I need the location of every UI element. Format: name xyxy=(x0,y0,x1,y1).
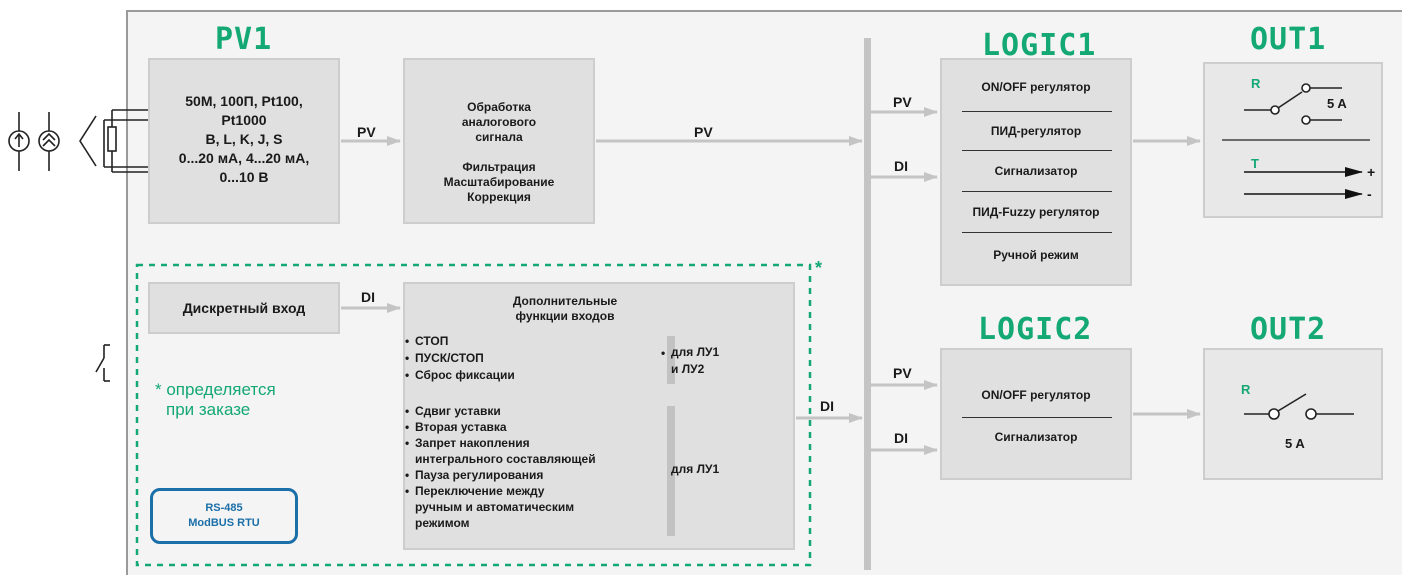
signal-label-di: DI xyxy=(894,430,908,446)
group1-bracket xyxy=(667,336,675,384)
signal-label-pv: PV xyxy=(694,124,713,140)
out1-transistor-icon xyxy=(1244,167,1363,199)
out1-minus: - xyxy=(1367,186,1372,202)
group1-note-text: для ЛУ1 и ЛУ2 xyxy=(671,344,719,378)
pv1-line: 50М, 100П, Pt100, xyxy=(185,93,303,109)
processing-line: сигнала xyxy=(475,130,523,144)
out1-relay-icon xyxy=(1244,83,1342,125)
logic1-box: ON/OFF регулятор ПИД-регулятор Сигнализа… xyxy=(940,58,1132,286)
pv1-title: PV1 xyxy=(215,22,273,57)
rs485-label: RS-485 ModBUS RTU xyxy=(153,501,295,531)
processing-line: аналогового xyxy=(461,115,537,129)
out2-relay-current: 5 A xyxy=(1285,436,1305,451)
logic1-separator xyxy=(962,191,1112,192)
pv1-line: 0...20 мА, 4...20 мА, xyxy=(178,150,310,166)
additional-functions-box: Дополнительные функции входов СТОП ПУСК/… xyxy=(403,282,795,550)
out1-transistor-label: T xyxy=(1251,156,1259,171)
signal-label-di: DI xyxy=(361,289,375,305)
function-item: Сброс фиксации xyxy=(405,368,515,383)
pv1-line: 0...10 В xyxy=(219,169,269,185)
logic2-separator xyxy=(962,417,1112,418)
logic1-item: ПИД-Fuzzy регулятор xyxy=(972,205,1100,219)
signal-label-pv: PV xyxy=(893,94,912,110)
function-item: Пауза регулирования xyxy=(405,468,543,483)
function-item: Запрет накопления xyxy=(405,436,530,451)
pv1-line: Pt1000 xyxy=(221,112,267,128)
logic2-box: ON/OFF регулятор Сигнализатор xyxy=(940,348,1132,480)
function-item-continued: интегрального составляющей xyxy=(415,452,596,466)
logic2-item: ON/OFF регулятор xyxy=(981,388,1091,402)
discrete-input-box: Дискретный вход xyxy=(148,282,340,334)
rs485-line: RS-485 xyxy=(205,502,243,514)
processing-line: Фильтрация xyxy=(462,160,536,174)
signal-label-pv: PV xyxy=(357,124,376,140)
logic2-item: Сигнализатор xyxy=(994,430,1078,444)
signal-label-pv: PV xyxy=(893,365,912,381)
processing-line: Обработка xyxy=(467,100,531,114)
function-item: ПУСК/СТОП xyxy=(405,351,484,366)
logic1-item: Ручной режим xyxy=(993,248,1079,262)
group2-bracket xyxy=(667,406,675,536)
out1-relay-current: 5 A xyxy=(1327,96,1347,111)
pv1-input-types: 50М, 100П, Pt100, Pt1000 B, L, K, J, S 0… xyxy=(150,92,338,187)
option-asterisk: * xyxy=(815,258,823,278)
processing-line: Коррекция xyxy=(467,190,531,204)
processing-line: Масштабирование xyxy=(443,175,555,189)
signal-processing-box: Обработка аналогового сигнала Фильтрация… xyxy=(403,58,595,224)
thermocouple-icon xyxy=(79,115,97,167)
signal-bus xyxy=(864,38,871,570)
option-note: * определяется при заказе xyxy=(155,380,276,420)
logic2-title: LOGIC2 xyxy=(978,312,1093,347)
discrete-switch-icon xyxy=(95,344,110,382)
option-note-line: при заказе xyxy=(166,400,251,419)
logic1-title: LOGIC1 xyxy=(982,28,1097,63)
discrete-input-label: Дискретный вход xyxy=(182,300,306,316)
pv1-line: B, L, K, J, S xyxy=(205,131,283,147)
function-item: Вторая уставка xyxy=(405,420,507,435)
logic1-item: Сигнализатор xyxy=(994,164,1078,178)
option-note-line: * определяется xyxy=(155,380,276,399)
out1-relay-label: R xyxy=(1251,76,1261,91)
rs485-line: ModBUS RTU xyxy=(188,517,260,529)
signal-label-di: DI xyxy=(894,158,908,174)
additional-functions-title: Дополнительные функции входов xyxy=(465,294,665,324)
logic1-item: ПИД-регулятор xyxy=(990,124,1082,138)
additional-title-line: функции входов xyxy=(515,309,615,323)
signal-label-di: DI xyxy=(820,398,834,414)
sensor-symbols xyxy=(8,109,148,173)
rs485-interface: RS-485 ModBUS RTU xyxy=(150,488,298,544)
function-item: СТОП xyxy=(405,334,448,349)
processing-text: Обработка аналогового сигнала Фильтрация… xyxy=(405,100,593,205)
additional-title-line: Дополнительные xyxy=(512,294,618,308)
group1-note-line: и ЛУ2 xyxy=(671,362,705,376)
function-item-continued: режимом xyxy=(415,516,470,530)
out2-relay-label: R xyxy=(1241,382,1251,397)
group1-note-line: для ЛУ1 xyxy=(671,345,720,359)
logic1-separator xyxy=(962,232,1112,233)
logic1-separator xyxy=(962,111,1112,112)
optional-region-border xyxy=(135,263,812,567)
function-item-continued: ручным и автоматическим xyxy=(415,500,575,514)
function-item: Сдвиг уставки xyxy=(405,404,501,419)
out1-title: OUT1 xyxy=(1250,22,1327,57)
logic1-separator xyxy=(962,150,1112,151)
out1-plus: + xyxy=(1367,164,1376,180)
out2-title: OUT2 xyxy=(1250,312,1327,347)
logic1-item: ON/OFF регулятор xyxy=(981,80,1091,94)
resistance-sensor-icon xyxy=(107,126,117,152)
function-item: Переключение между xyxy=(405,484,545,499)
pv1-input-types-box: 50М, 100П, Pt100, Pt1000 B, L, K, J, S 0… xyxy=(148,58,340,224)
out2-relay-icon xyxy=(1244,393,1354,420)
group2-note: для ЛУ1 xyxy=(671,462,720,476)
